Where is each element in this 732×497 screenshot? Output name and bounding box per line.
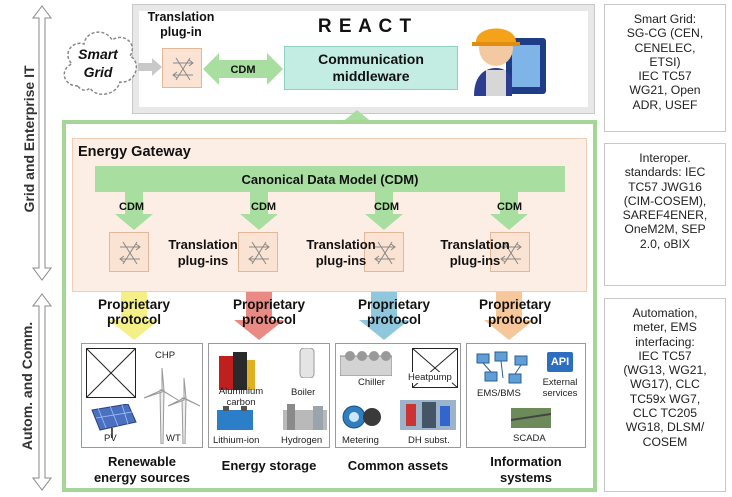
- side-box-smart-grid: Smart Grid: SG-CG (CEN, CENELEC, ETSI) I…: [604, 4, 726, 132]
- hydrogen-plant-icon: [283, 404, 327, 430]
- item-lithium: Lithium-ion: [213, 435, 260, 446]
- protocol-label-3: Proprietary protocol: [357, 297, 431, 327]
- translation-label-1: Translation plug-ins: [168, 237, 238, 268]
- label-common: Common assets: [347, 458, 449, 473]
- pv-panel-icon: [91, 404, 137, 438]
- protocol-label-1: Proprietary protocol: [97, 297, 171, 327]
- group-renewable: CHP PV WT: [81, 343, 203, 448]
- cloud-arrow: [138, 58, 162, 76]
- plugin-arrows-icon: [374, 241, 396, 265]
- translation-plugin-top: [162, 48, 202, 88]
- group-information: API EMS/BMS External services SCADA: [466, 343, 586, 448]
- item-heatpump: Heatpump: [408, 372, 452, 383]
- group-common: Chiller Heatpump Metering DH subst.: [335, 343, 461, 448]
- protocol-label-4: Proprietary protocol: [478, 297, 552, 327]
- translation-plugin-3: [364, 232, 404, 272]
- lithium-battery-icon: [217, 406, 253, 430]
- item-chiller: Chiller: [358, 377, 385, 388]
- label-storage: Energy storage: [221, 458, 317, 473]
- autom-comm-label: Autom. and Comm.: [19, 321, 35, 451]
- middleware-box: [284, 46, 458, 90]
- chiller-icon: [340, 351, 392, 376]
- item-scada: SCADA: [513, 433, 546, 444]
- cdm-down-arrows: [115, 190, 528, 230]
- translation-plugin-2: [238, 232, 278, 272]
- item-metering: Metering: [342, 435, 379, 446]
- wind-turbine-icon: [143, 368, 201, 444]
- protocol-label-2: Proprietary protocol: [232, 297, 306, 327]
- aluminium-battery-icon: [219, 352, 255, 390]
- energy-gateway-title: Energy Gateway: [78, 144, 191, 160]
- metering-icon: [342, 405, 381, 429]
- translation-label-3: Translation plug-ins: [440, 237, 510, 268]
- item-ems-bms: EMS/BMS: [477, 388, 521, 399]
- plugin-arrows-icon: [500, 241, 522, 265]
- scada-icon: [511, 408, 551, 428]
- cdm-bar: [95, 166, 565, 192]
- boiler-icon: [299, 348, 315, 378]
- item-external-services: External services: [542, 377, 578, 399]
- smart-grid-cloud: [63, 31, 138, 95]
- cdm-label-3: CDM: [374, 201, 400, 213]
- vertical-arrows: [32, 5, 52, 491]
- engineer-icon: [472, 28, 546, 96]
- placeholder-box-icon: [86, 348, 136, 398]
- item-wt: WT: [166, 433, 181, 444]
- translation-plugin-label: Translation plug-in: [147, 10, 215, 39]
- item-aluminium: Aluminium carbon: [218, 386, 264, 408]
- translation-label-2: Translation plug-ins: [306, 237, 376, 268]
- item-boiler: Boiler: [291, 387, 316, 398]
- smart-grid-label: Smart Grid: [78, 46, 118, 80]
- cdm-double-arrow: [203, 53, 283, 85]
- group-storage: Aluminium carbon Boiler Lithium-ion Hydr…: [208, 343, 330, 448]
- cdm-bar-label: Canonical Data Model (CDM): [241, 172, 419, 187]
- cdm-label-1: CDM: [119, 201, 145, 213]
- ems-network-icon: [476, 351, 528, 384]
- translation-plugin-1: [109, 232, 149, 272]
- item-pv: PV: [104, 433, 117, 444]
- react-title: R E A C T: [317, 16, 413, 37]
- dh-substation-icon: [400, 400, 456, 430]
- item-hydrogen: Hydrogen: [281, 435, 323, 446]
- api-icon: API: [547, 352, 573, 372]
- item-chp: CHP: [155, 350, 176, 361]
- item-dh: DH subst.: [408, 435, 450, 446]
- label-renewable: Renewable energy sources: [93, 454, 191, 485]
- side-box-interop: Interoper. standards: IEC TC57 JWG16 (CI…: [604, 143, 726, 286]
- label-information: Information systems: [490, 454, 562, 485]
- cdm-label-2: CDM: [251, 201, 277, 213]
- translation-plugin-4: [490, 232, 530, 272]
- protocol-arrows: [109, 292, 534, 340]
- middleware-label: Communication middleware: [318, 51, 424, 84]
- cdm-top-label: CDM: [230, 64, 256, 76]
- side-box-automation: Automation, meter, EMS interfacing: IEC …: [604, 298, 726, 492]
- grid-it-label: Grid and Enterprise IT: [21, 65, 37, 213]
- plugin-arrows-icon: [172, 57, 194, 81]
- plugin-arrows-icon: [119, 241, 141, 265]
- cdm-label-4: CDM: [497, 201, 523, 213]
- plugin-arrows-icon: [248, 241, 270, 265]
